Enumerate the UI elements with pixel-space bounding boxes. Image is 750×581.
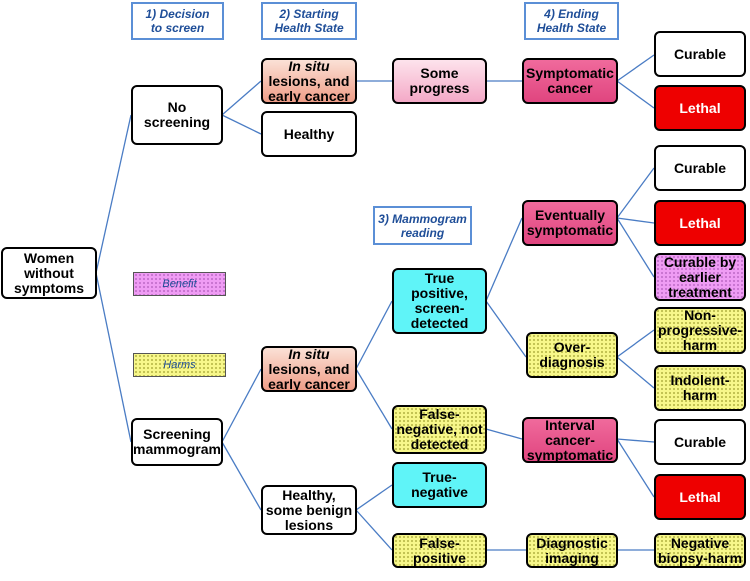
- edge: [95, 114, 132, 274]
- legend-benefit: Benefit: [133, 272, 226, 296]
- edge: [221, 114, 262, 135]
- node-healthy-benign-lesions: Healthy, some benign lesions: [261, 485, 357, 535]
- node-women-without-symptoms: Women without symptoms: [1, 247, 97, 299]
- node-true-positive: True positive, screen- detected: [392, 268, 487, 334]
- edge: [221, 441, 262, 511]
- edge: [355, 300, 393, 370]
- node-symptomatic-cancer: Symptomatic cancer: [522, 58, 618, 104]
- edge: [616, 438, 655, 498]
- node-lethal-3: Lethal: [654, 474, 746, 520]
- edge: [616, 356, 655, 389]
- node-in-situ-lesions-bottom: In situ lesions, and early cancer: [261, 346, 357, 392]
- edge: [616, 54, 655, 82]
- node-curable-earlier-treatment: Curable by earlier treatment: [654, 253, 746, 301]
- node-interval-cancer: Interval cancer- symptomatic: [522, 417, 618, 463]
- header-decision-to-screen: 1) Decision to screen: [131, 2, 224, 40]
- edge: [221, 368, 262, 443]
- node-overdiagnosis: Over- diagnosis: [526, 332, 618, 378]
- in-situ-rest-label: lesions, and early cancer: [268, 360, 350, 392]
- node-curable-3: Curable: [654, 419, 746, 465]
- node-healthy: Healthy: [261, 111, 357, 157]
- edge: [221, 80, 262, 116]
- node-lethal-2: Lethal: [654, 200, 746, 246]
- header-ending-health-state: 4) Ending Health State: [524, 2, 619, 40]
- node-negative-biopsy-harm: Negative biopsy-harm: [654, 533, 746, 568]
- header-mammogram-reading: 3) Mammogram reading: [373, 206, 472, 245]
- node-false-positive: False- positive: [392, 533, 487, 568]
- edge: [355, 484, 393, 511]
- node-diagnostic-imaging: Diagnostic imaging: [526, 533, 618, 568]
- node-eventually-symptomatic: Eventually symptomatic: [522, 200, 618, 246]
- node-screening-mammogram: Screening mammogram: [131, 418, 223, 466]
- edge: [485, 428, 523, 440]
- edge: [616, 329, 655, 358]
- node-no-screening: No screening: [131, 85, 223, 145]
- in-situ-rest-label: lesions, and early cancer: [268, 72, 350, 104]
- node-curable-2: Curable: [654, 145, 746, 191]
- legend-harms: Harms: [133, 353, 226, 377]
- edge: [355, 509, 393, 551]
- edge: [616, 438, 655, 443]
- edge: [355, 368, 393, 430]
- node-some-progress: Some progress: [392, 58, 487, 104]
- in-situ-italic-label: In situ: [288, 345, 330, 362]
- header-starting-health-state: 2) Starting Health State: [261, 2, 357, 40]
- edge: [616, 80, 655, 109]
- edge: [616, 167, 655, 219]
- edge: [616, 217, 655, 278]
- edge: [485, 300, 527, 358]
- node-indolent-harm: Indolent- harm: [654, 365, 746, 411]
- node-curable-1: Curable: [654, 31, 746, 77]
- edge: [485, 217, 523, 302]
- node-lethal-1: Lethal: [654, 85, 746, 131]
- node-nonprogressive-harm: Non- progressive- harm: [654, 307, 746, 354]
- node-false-negative: False- negative, not detected: [392, 405, 487, 454]
- node-true-negative: True- negative: [392, 462, 487, 508]
- node-in-situ-lesions-top: In situ lesions, and early cancer: [261, 58, 357, 104]
- in-situ-italic-label: In situ: [288, 57, 330, 74]
- edge: [616, 217, 655, 224]
- edge: [95, 272, 132, 443]
